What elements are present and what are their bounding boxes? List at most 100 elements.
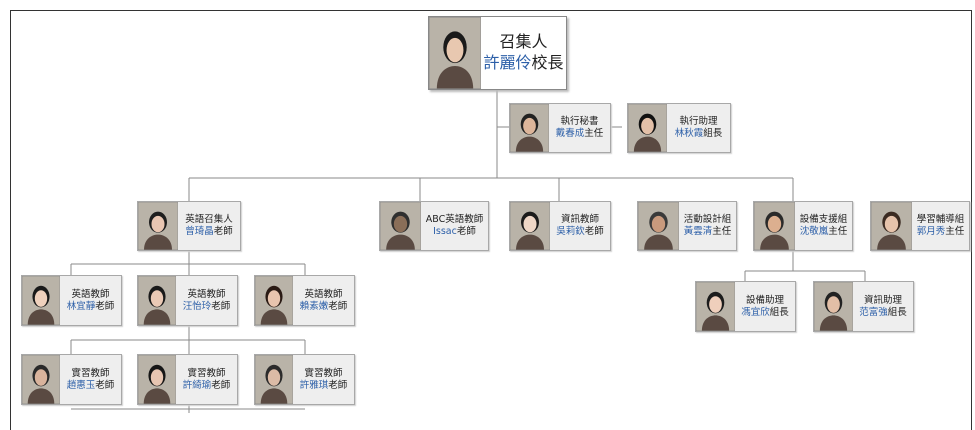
node-name-line: 賴素嫩老師 — [300, 301, 348, 313]
node-person-name: 林秋霞 — [674, 128, 704, 139]
node-label: 實習教師 許綺瑜老師 — [176, 368, 237, 392]
node-label: 資訊助理 范富強組長 — [853, 295, 913, 319]
node-name-line: 汪怡玲老師 — [183, 301, 231, 313]
org-node-abc-teacher: ABC英語教師 Issac老師 — [379, 201, 489, 251]
node-person-title: 組長 — [703, 128, 723, 139]
node-person-title: 老師 — [213, 226, 233, 237]
node-person-title: 主任 — [945, 226, 965, 237]
node-name-line: 馮宜欣組長 — [741, 307, 789, 319]
node-person-name: 汪怡玲 — [182, 300, 212, 312]
node-role: 學習輔導組 — [916, 214, 965, 226]
node-person-title: 老師 — [328, 379, 348, 391]
node-role: 活動設計組 — [683, 214, 732, 226]
node-label: 英語教師 林宜靜老師 — [60, 289, 121, 313]
node-label: 召集人 許麗伶校長 — [481, 32, 566, 74]
node-person-name: 賴素嫩 — [299, 300, 329, 312]
node-person-title: 老師 — [95, 300, 115, 312]
node-person-title: 組長 — [887, 306, 907, 318]
node-label: ABC英語教師 Issac老師 — [421, 214, 488, 238]
node-person-title: 老師 — [584, 226, 604, 237]
node-label: 資訊教師 吳莉欽老師 — [550, 214, 610, 238]
node-name-line: 戴春成主任 — [556, 128, 604, 140]
org-node-english-teachers-0: 英語教師 林宜靜老師 — [21, 275, 122, 326]
person-photo-icon — [138, 202, 178, 250]
node-name-line: 范富強組長 — [859, 307, 907, 319]
person-photo-icon — [696, 282, 735, 331]
node-role: 執行秘書 — [560, 116, 599, 128]
node-person-name: 馮宜欣 — [741, 306, 770, 318]
node-person-title: 老師 — [328, 300, 348, 312]
node-name-line: 曾琦晶老師 — [185, 226, 233, 238]
node-person-name: 許綺瑜 — [182, 379, 212, 391]
node-role: 英語教師 — [187, 288, 226, 300]
org-node-assistant: 執行助理 林秋霞組長 — [627, 103, 731, 153]
person-photo-icon — [429, 17, 481, 89]
node-label: 活動設計組 黃雲清主任 — [679, 214, 736, 238]
person-photo-icon — [138, 355, 176, 404]
person-photo-icon — [255, 276, 293, 325]
org-node-it-assistant: 資訊助理 范富強組長 — [813, 281, 914, 332]
node-person-name: 黃雲清 — [683, 226, 713, 237]
node-person-name: 郭月秀 — [916, 226, 946, 237]
node-person-title: 主任 — [712, 226, 732, 237]
node-person-name: 戴春成 — [555, 128, 585, 139]
node-name-line: 林宜靜老師 — [67, 301, 115, 313]
node-person-title: 老師 — [95, 379, 115, 391]
node-role: 設備支援組 — [799, 214, 848, 226]
org-node-convener: 召集人 許麗伶校長 — [428, 16, 567, 90]
node-role: 資訊教師 — [560, 214, 599, 226]
node-person-name: 吳莉欽 — [556, 226, 585, 237]
node-label: 實習教師 許雅琪老師 — [293, 368, 354, 392]
node-person-name: 曾琦晶 — [185, 226, 214, 237]
person-photo-icon — [871, 202, 912, 250]
node-label: 執行助理 林秋霞組長 — [667, 116, 730, 140]
node-role: 執行助理 — [679, 116, 718, 128]
node-role: 實習教師 — [187, 367, 226, 379]
node-name-line: 林秋霞組長 — [675, 128, 723, 140]
node-label: 學習輔導組 郭月秀主任 — [912, 214, 969, 238]
node-role: 實習教師 — [304, 367, 343, 379]
person-photo-icon — [754, 202, 795, 250]
person-photo-icon — [22, 276, 60, 325]
node-label: 英語教師 賴素嫩老師 — [293, 289, 354, 313]
person-photo-icon — [510, 104, 549, 152]
org-node-it-teacher: 資訊教師 吳莉欽老師 — [509, 201, 611, 251]
person-photo-icon — [638, 202, 679, 250]
node-person-name: 許雅琪 — [299, 379, 329, 391]
person-photo-icon — [138, 276, 176, 325]
node-person-name: 沈敬嵐 — [799, 226, 829, 237]
node-person-title: 校長 — [531, 53, 564, 72]
node-name-line: 許雅琪老師 — [300, 380, 348, 392]
node-role: ABC英語教師 — [425, 214, 484, 226]
org-node-intern-teachers-2: 實習教師 許雅琪老師 — [254, 354, 355, 405]
node-role: 英語召集人 — [185, 214, 233, 226]
node-person-title: 主任 — [828, 226, 848, 237]
node-label: 執行秘書 戴春成主任 — [549, 116, 610, 140]
org-node-english-teachers-1: 英語教師 汪怡玲老師 — [137, 275, 238, 326]
chart-frame — [10, 10, 972, 430]
person-photo-icon — [510, 202, 550, 250]
node-name-line: Issac老師 — [433, 226, 476, 238]
person-photo-icon — [255, 355, 293, 404]
node-person-title: 主任 — [584, 128, 604, 139]
node-label: 英語教師 汪怡玲老師 — [176, 289, 237, 313]
node-label: 設備助理 馮宜欣組長 — [735, 295, 795, 319]
node-role: 英語教師 — [304, 288, 343, 300]
org-node-secretary: 執行秘書 戴春成主任 — [509, 103, 611, 153]
node-label: 英語召集人 曾琦晶老師 — [178, 214, 240, 238]
org-node-tutoring: 學習輔導組 郭月秀主任 — [870, 201, 970, 251]
node-person-name: Issac — [433, 226, 457, 237]
node-name-line: 許綺瑜老師 — [183, 380, 231, 392]
person-photo-icon — [22, 355, 60, 404]
person-photo-icon — [380, 202, 421, 250]
node-name-line: 黃雲清主任 — [684, 226, 732, 238]
org-node-english-convener: 英語召集人 曾琦晶老師 — [137, 201, 241, 251]
node-name-line: 許麗伶校長 — [483, 53, 563, 74]
node-person-name: 許麗伶 — [483, 53, 532, 72]
node-label: 實習教師 趙惠玉老師 — [60, 368, 121, 392]
node-person-name: 范富強 — [859, 306, 888, 318]
org-node-intern-teachers-1: 實習教師 許綺瑜老師 — [137, 354, 238, 405]
node-person-title: 老師 — [211, 379, 231, 391]
org-node-intern-teachers-0: 實習教師 趙惠玉老師 — [21, 354, 122, 405]
node-person-name: 林宜靜 — [66, 300, 96, 312]
